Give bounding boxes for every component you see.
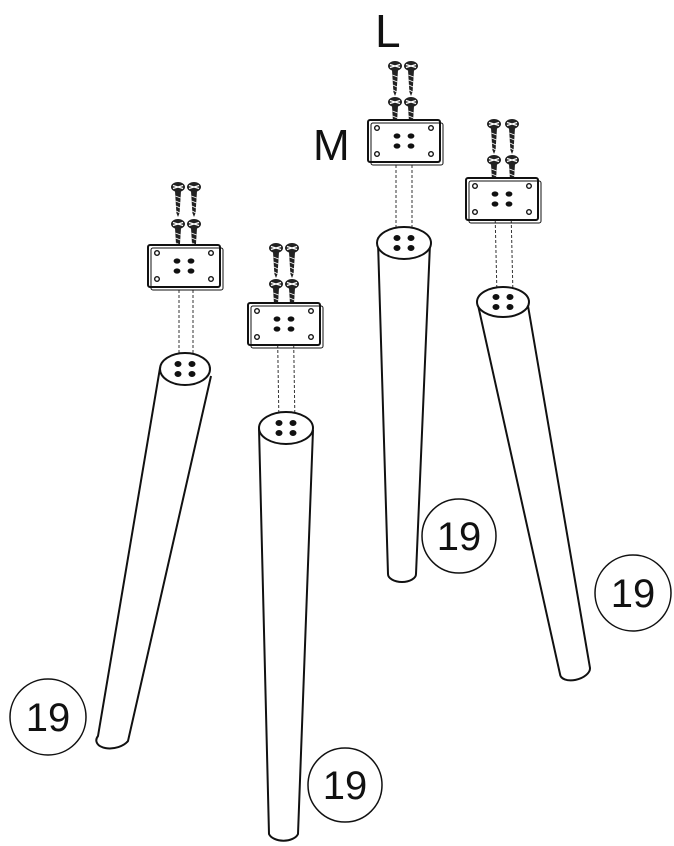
leg-4-top [476, 286, 530, 318]
screws [170, 181, 202, 255]
callout-number: 19 [611, 572, 656, 616]
dashed-guide-lines [395, 155, 413, 238]
callout-number: 19 [437, 515, 482, 559]
leg-3-top [376, 226, 432, 260]
mounting-plate [367, 119, 444, 166]
leg-3 [377, 241, 431, 583]
leg-1-top [159, 352, 211, 386]
screw-label: L [375, 5, 401, 57]
leg-2 [258, 427, 314, 842]
mounting-plate [147, 244, 224, 291]
callout-number: 19 [26, 696, 71, 740]
mounting-plate [247, 302, 324, 349]
leg-1 [95, 367, 212, 750]
callout-leg-3: 19 [421, 498, 497, 574]
leg-2-top [258, 411, 314, 445]
callout-leg-1: 19 [9, 678, 87, 756]
leg-2-assembly [247, 242, 324, 842]
leg-4-assembly [465, 118, 591, 682]
callout-number: 19 [323, 764, 368, 808]
leg-1-assembly [95, 181, 224, 750]
leg-3-assembly [367, 60, 444, 583]
dashed-guide-lines [494, 209, 514, 297]
plate-label: M [313, 121, 350, 170]
callout-leg-2: 19 [307, 747, 383, 823]
mounting-plate [465, 177, 542, 224]
leg-4 [477, 299, 591, 682]
callout-leg-4: 19 [594, 554, 672, 632]
